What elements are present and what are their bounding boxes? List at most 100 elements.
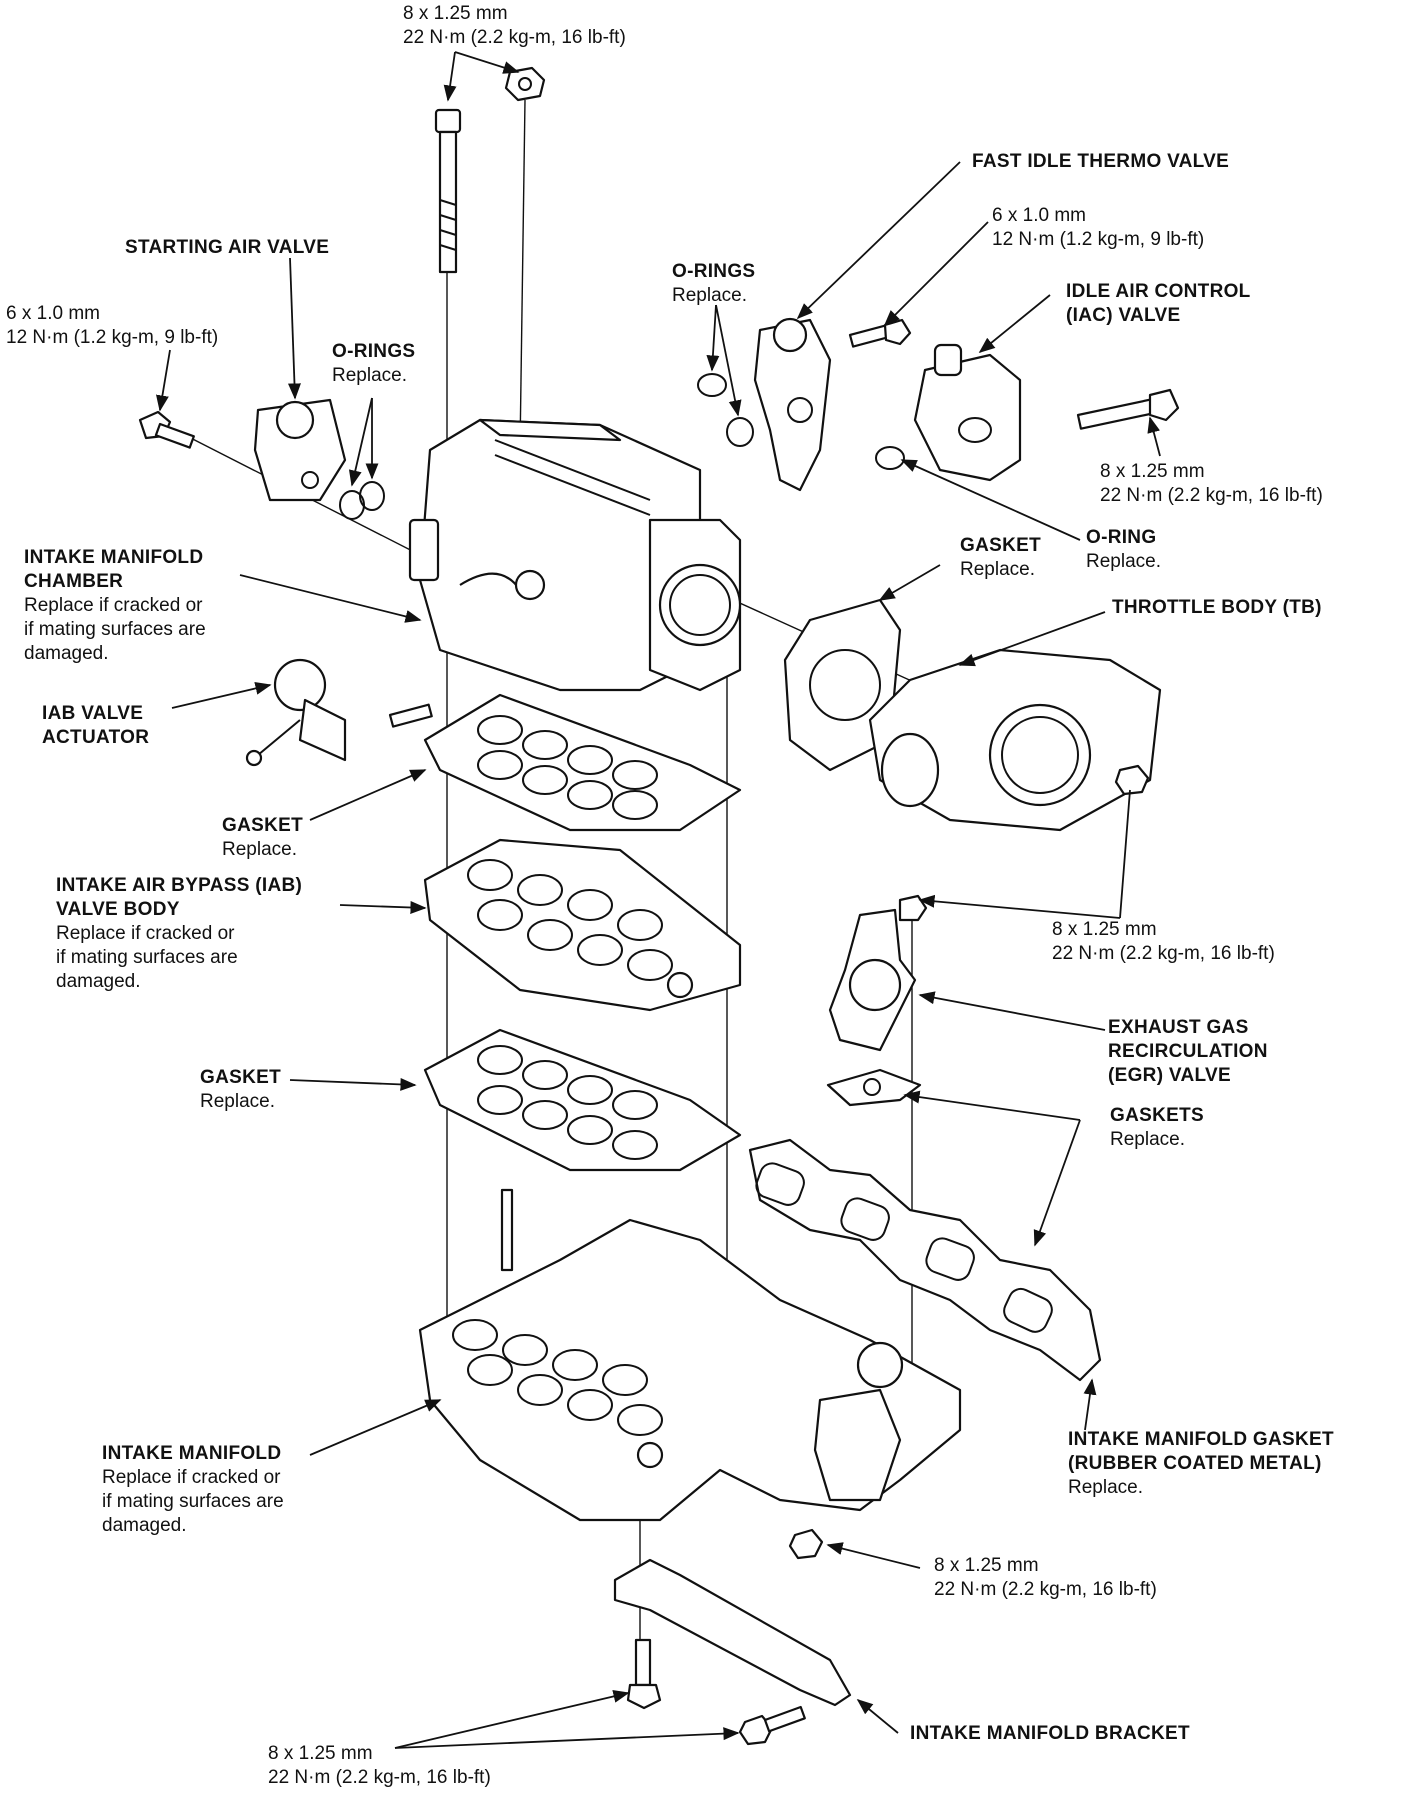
egr-valve-line1: EXHAUST GAS	[1108, 1017, 1249, 1038]
iab-valve-body-part	[423, 838, 742, 1012]
o-rings-right-label: O-RINGS Replace.	[672, 260, 755, 308]
egr-gasket-part	[826, 1068, 922, 1107]
iab-valve-body-note2: if mating surfaces are	[56, 947, 238, 968]
iab-valve-actuator-line2: ACTUATOR	[42, 727, 150, 748]
bracket-bolt-spec-label: 8 x 1.25 mm 22 N·m (2.2 kg-m, 16 lb-ft)	[268, 1742, 491, 1790]
intake-manifold-note3: damaged.	[102, 1515, 187, 1536]
tb-nut-icon	[1114, 764, 1150, 796]
iac-valve-part	[913, 343, 1022, 482]
gasket-tb-note: Replace.	[960, 559, 1035, 580]
iac-valve-line2: (IAC) VALVE	[1066, 305, 1181, 326]
intake-manifold-gasket-line1: INTAKE MANIFOLD GASKET	[1068, 1429, 1334, 1450]
gasket-lower-label: GASKET Replace.	[200, 1066, 281, 1114]
iac-valve-line1: IDLE AIR CONTROL	[1066, 281, 1251, 302]
o-rings-right-note: Replace.	[672, 285, 747, 306]
fast-idle-thermo-valve-part	[753, 317, 832, 492]
o-rings-right-title: O-RINGS	[672, 261, 756, 282]
top-nut-icon	[504, 66, 546, 102]
egr-valve-part	[828, 894, 928, 1052]
starting-air-valve-part	[253, 398, 347, 502]
intake-manifold-title: INTAKE MANIFOLD	[102, 1443, 282, 1464]
intake-manifold-note2: if mating surfaces are	[102, 1491, 284, 1512]
sav-bolt-icon	[138, 410, 195, 449]
iac-bolt-icon	[1076, 388, 1180, 430]
top-bolt-spec-line2: 22 N·m (2.2 kg-m, 16 lb-ft)	[403, 27, 626, 48]
intake-manifold-gasket-note: Replace.	[1068, 1477, 1143, 1498]
o-rings-left-icon	[339, 481, 385, 520]
top-bolt-spec-label: 8 x 1.25 mm 22 N·m (2.2 kg-m, 16 lb-ft)	[403, 2, 626, 50]
intake-manifold-chamber-label: INTAKE MANIFOLD CHAMBER Replace if crack…	[24, 546, 206, 666]
intake-manifold-chamber-note3: damaged.	[24, 643, 109, 664]
tb-nut-spec-line1: 8 x 1.25 mm	[1052, 919, 1157, 940]
o-rings-right-icon	[697, 373, 754, 447]
fast-idle-thermo-valve-title: FAST IDLE THERMO VALVE	[972, 151, 1230, 172]
iab-valve-body-note3: damaged.	[56, 971, 141, 992]
sav-bolt-spec-line1: 6 x 1.0 mm	[6, 303, 100, 324]
iac-bolt-spec-label: 8 x 1.25 mm 22 N·m (2.2 kg-m, 16 lb-ft)	[1100, 460, 1323, 508]
lower-gasket-part	[423, 1028, 742, 1172]
fitv-bolt-spec-line2: 12 N·m (1.2 kg-m, 9 lb-ft)	[992, 229, 1205, 250]
gasket-lower-title: GASKET	[200, 1067, 281, 1088]
starting-air-valve-title: STARTING AIR VALVE	[125, 237, 330, 258]
manifold-nut-spec-label: 8 x 1.25 mm 22 N·m (2.2 kg-m, 16 lb-ft)	[934, 1554, 1157, 1602]
o-rings-left-label: O-RINGS Replace.	[332, 340, 415, 388]
gaskets-egr-label: GASKETS Replace.	[1110, 1104, 1204, 1152]
iab-valve-actuator-line1: IAB VALVE	[42, 703, 144, 724]
fitv-bolt-spec-line1: 6 x 1.0 mm	[992, 205, 1086, 226]
iab-bolt-icon	[388, 703, 433, 728]
o-ring-iac-icon	[875, 446, 905, 470]
iab-valve-body-note1: Replace if cracked or	[56, 923, 235, 944]
tb-nut-spec-line2: 22 N·m (2.2 kg-m, 16 lb-ft)	[1052, 943, 1275, 964]
throttle-body-label: THROTTLE BODY (TB)	[1112, 596, 1322, 620]
o-rings-left-note: Replace.	[332, 365, 407, 386]
intake-manifold-bracket-title: INTAKE MANIFOLD BRACKET	[910, 1723, 1190, 1744]
intake-manifold-chamber-part	[408, 418, 742, 692]
intake-manifold-gasket-line2: (RUBBER COATED METAL)	[1068, 1453, 1322, 1474]
starting-air-valve-label: STARTING AIR VALVE	[125, 236, 329, 260]
intake-manifold-bracket-part	[613, 1558, 852, 1707]
gasket-upper-title: GASKET	[222, 815, 303, 836]
egr-valve-line2: RECIRCULATION	[1108, 1041, 1268, 1062]
egr-valve-label: EXHAUST GAS RECIRCULATION (EGR) VALVE	[1108, 1016, 1268, 1088]
fast-idle-thermo-valve-label: FAST IDLE THERMO VALVE	[972, 150, 1229, 174]
throttle-body-part	[868, 648, 1162, 832]
intake-manifold-chamber-line2: CHAMBER	[24, 571, 124, 592]
iab-valve-actuator-label: IAB VALVE ACTUATOR	[42, 702, 149, 750]
tb-nut-spec-label: 8 x 1.25 mm 22 N·m (2.2 kg-m, 16 lb-ft)	[1052, 918, 1275, 966]
manifold-nut-spec-line1: 8 x 1.25 mm	[934, 1555, 1039, 1576]
iab-valve-actuator-part	[245, 658, 347, 767]
iac-bolt-spec-line1: 8 x 1.25 mm	[1100, 461, 1205, 482]
gasket-tb-title: GASKET	[960, 535, 1041, 556]
sav-bolt-spec-line2: 12 N·m (1.2 kg-m, 9 lb-ft)	[6, 327, 219, 348]
sav-bolt-spec-label: 6 x 1.0 mm 12 N·m (1.2 kg-m, 9 lb-ft)	[6, 302, 218, 350]
gaskets-egr-note: Replace.	[1110, 1129, 1185, 1150]
intake-manifold-chamber-note1: Replace if cracked or	[24, 595, 203, 616]
manifold-nut-icon	[788, 1528, 824, 1560]
intake-manifold-gasket-part	[748, 1138, 1102, 1382]
bracket-bolt-spec-line2: 22 N·m (2.2 kg-m, 16 lb-ft)	[268, 1767, 491, 1788]
iab-valve-body-label: INTAKE AIR BYPASS (IAB) VALVE BODY Repla…	[56, 874, 302, 994]
o-ring-label: O-RING Replace.	[1086, 526, 1161, 574]
gasket-upper-note: Replace.	[222, 839, 297, 860]
fitv-bolt-spec-label: 6 x 1.0 mm 12 N·m (1.2 kg-m, 9 lb-ft)	[992, 204, 1204, 252]
iac-valve-label: IDLE AIR CONTROL (IAC) VALVE	[1066, 280, 1251, 328]
bracket-bolt-lower-icon	[626, 1638, 662, 1710]
intake-manifold-chamber-note2: if mating surfaces are	[24, 619, 206, 640]
intake-manifold-label: INTAKE MANIFOLD Replace if cracked or if…	[102, 1442, 284, 1538]
intake-manifold-bracket-label: INTAKE MANIFOLD BRACKET	[910, 1722, 1190, 1746]
iac-bolt-spec-line2: 22 N·m (2.2 kg-m, 16 lb-ft)	[1100, 485, 1323, 506]
gasket-lower-note: Replace.	[200, 1091, 275, 1112]
iab-valve-body-line1: INTAKE AIR BYPASS (IAB)	[56, 875, 303, 896]
o-ring-title: O-RING	[1086, 527, 1157, 548]
fitv-bolt-icon	[848, 318, 912, 348]
intake-manifold-chamber-line1: INTAKE MANIFOLD	[24, 547, 204, 568]
iab-valve-body-line2: VALVE BODY	[56, 899, 180, 920]
bracket-bolt-right-icon	[738, 1705, 806, 1746]
leader-lines	[156, 51, 1161, 1749]
bracket-bolt-spec-line1: 8 x 1.25 mm	[268, 1743, 373, 1764]
throttle-body-title: THROTTLE BODY (TB)	[1112, 597, 1322, 618]
top-bolt-spec-line1: 8 x 1.25 mm	[403, 3, 508, 24]
egr-valve-line3: (EGR) VALVE	[1108, 1065, 1231, 1086]
